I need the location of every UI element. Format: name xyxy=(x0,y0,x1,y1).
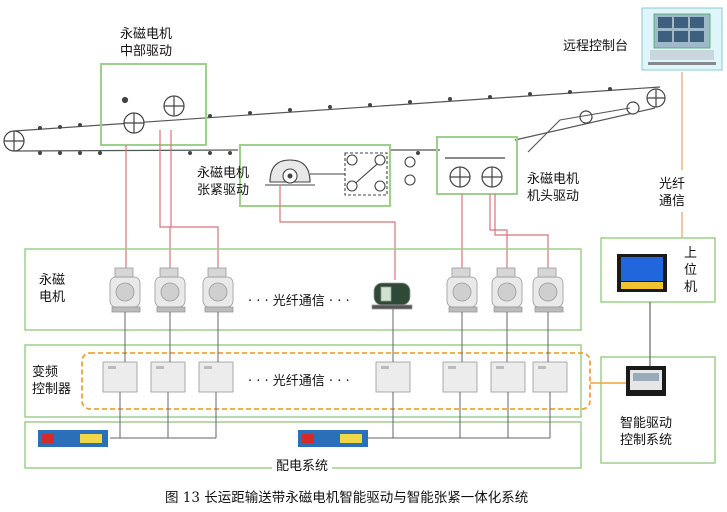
tension-drive-mechanism xyxy=(265,152,416,196)
vfd-row-label: 变频控制器 xyxy=(32,365,72,397)
tension-drive-label: 永磁电机张紧驱动 xyxy=(197,166,250,198)
power-devices xyxy=(38,430,368,447)
pm-motor-6 xyxy=(532,267,564,313)
pm-motor-1 xyxy=(109,267,141,313)
vfd-5 xyxy=(442,361,478,393)
motor-panel xyxy=(24,248,582,331)
pm-motor-5 xyxy=(491,267,523,313)
smart-control-label: 智能驱动控制系统 xyxy=(620,416,673,448)
fiber-comm-row1-label: · · · 光纤通信 · · · xyxy=(248,294,350,309)
smart-control-icon xyxy=(626,366,666,396)
middle-drive-pulleys xyxy=(121,95,185,134)
remote-console-label: 远程控制台 xyxy=(563,39,629,54)
middle-drive-label: 永磁电机中部驱动 xyxy=(120,27,173,59)
head-drive-pulleys xyxy=(445,157,505,188)
power-links xyxy=(110,309,551,439)
head-drive-frame xyxy=(436,136,518,195)
upper-computer-icon xyxy=(617,254,667,292)
head-drive-label: 永磁电机机头驱动 xyxy=(527,172,580,204)
upper-computer-label: 上位机 xyxy=(684,246,698,295)
smart-control-panel xyxy=(600,356,716,464)
pm-motor-3 xyxy=(202,267,234,313)
pm-motor-tension xyxy=(371,282,413,310)
vfd-panel xyxy=(24,344,582,418)
remote-console-icon xyxy=(641,7,723,71)
middle-drive-frame xyxy=(100,63,207,146)
vfd-details xyxy=(108,366,546,369)
power-system-label: 配电系统 xyxy=(272,458,333,475)
pm-motor-4 xyxy=(446,267,478,313)
tension-drive-frame xyxy=(239,144,391,207)
pm-motor-2 xyxy=(154,267,186,313)
drive-links xyxy=(125,130,549,280)
fiber-comm-row2-label: · · · 光纤通信 · · · xyxy=(248,374,350,389)
belt-return-branch xyxy=(527,107,631,153)
upper-computer-panel xyxy=(600,237,716,303)
figure-caption: 图 13 长运距输送带永磁电机智能驱动与智能张紧一体化系统 xyxy=(165,490,529,506)
idler-dots xyxy=(38,87,612,155)
pm-motor-row-label: 永磁电机 xyxy=(39,273,66,305)
vfd-dashed-group xyxy=(81,352,591,410)
pm-motors xyxy=(109,267,564,313)
conveyor-pulleys xyxy=(3,88,666,152)
fiber-comm-top-label: 光纤通信 xyxy=(659,177,686,209)
